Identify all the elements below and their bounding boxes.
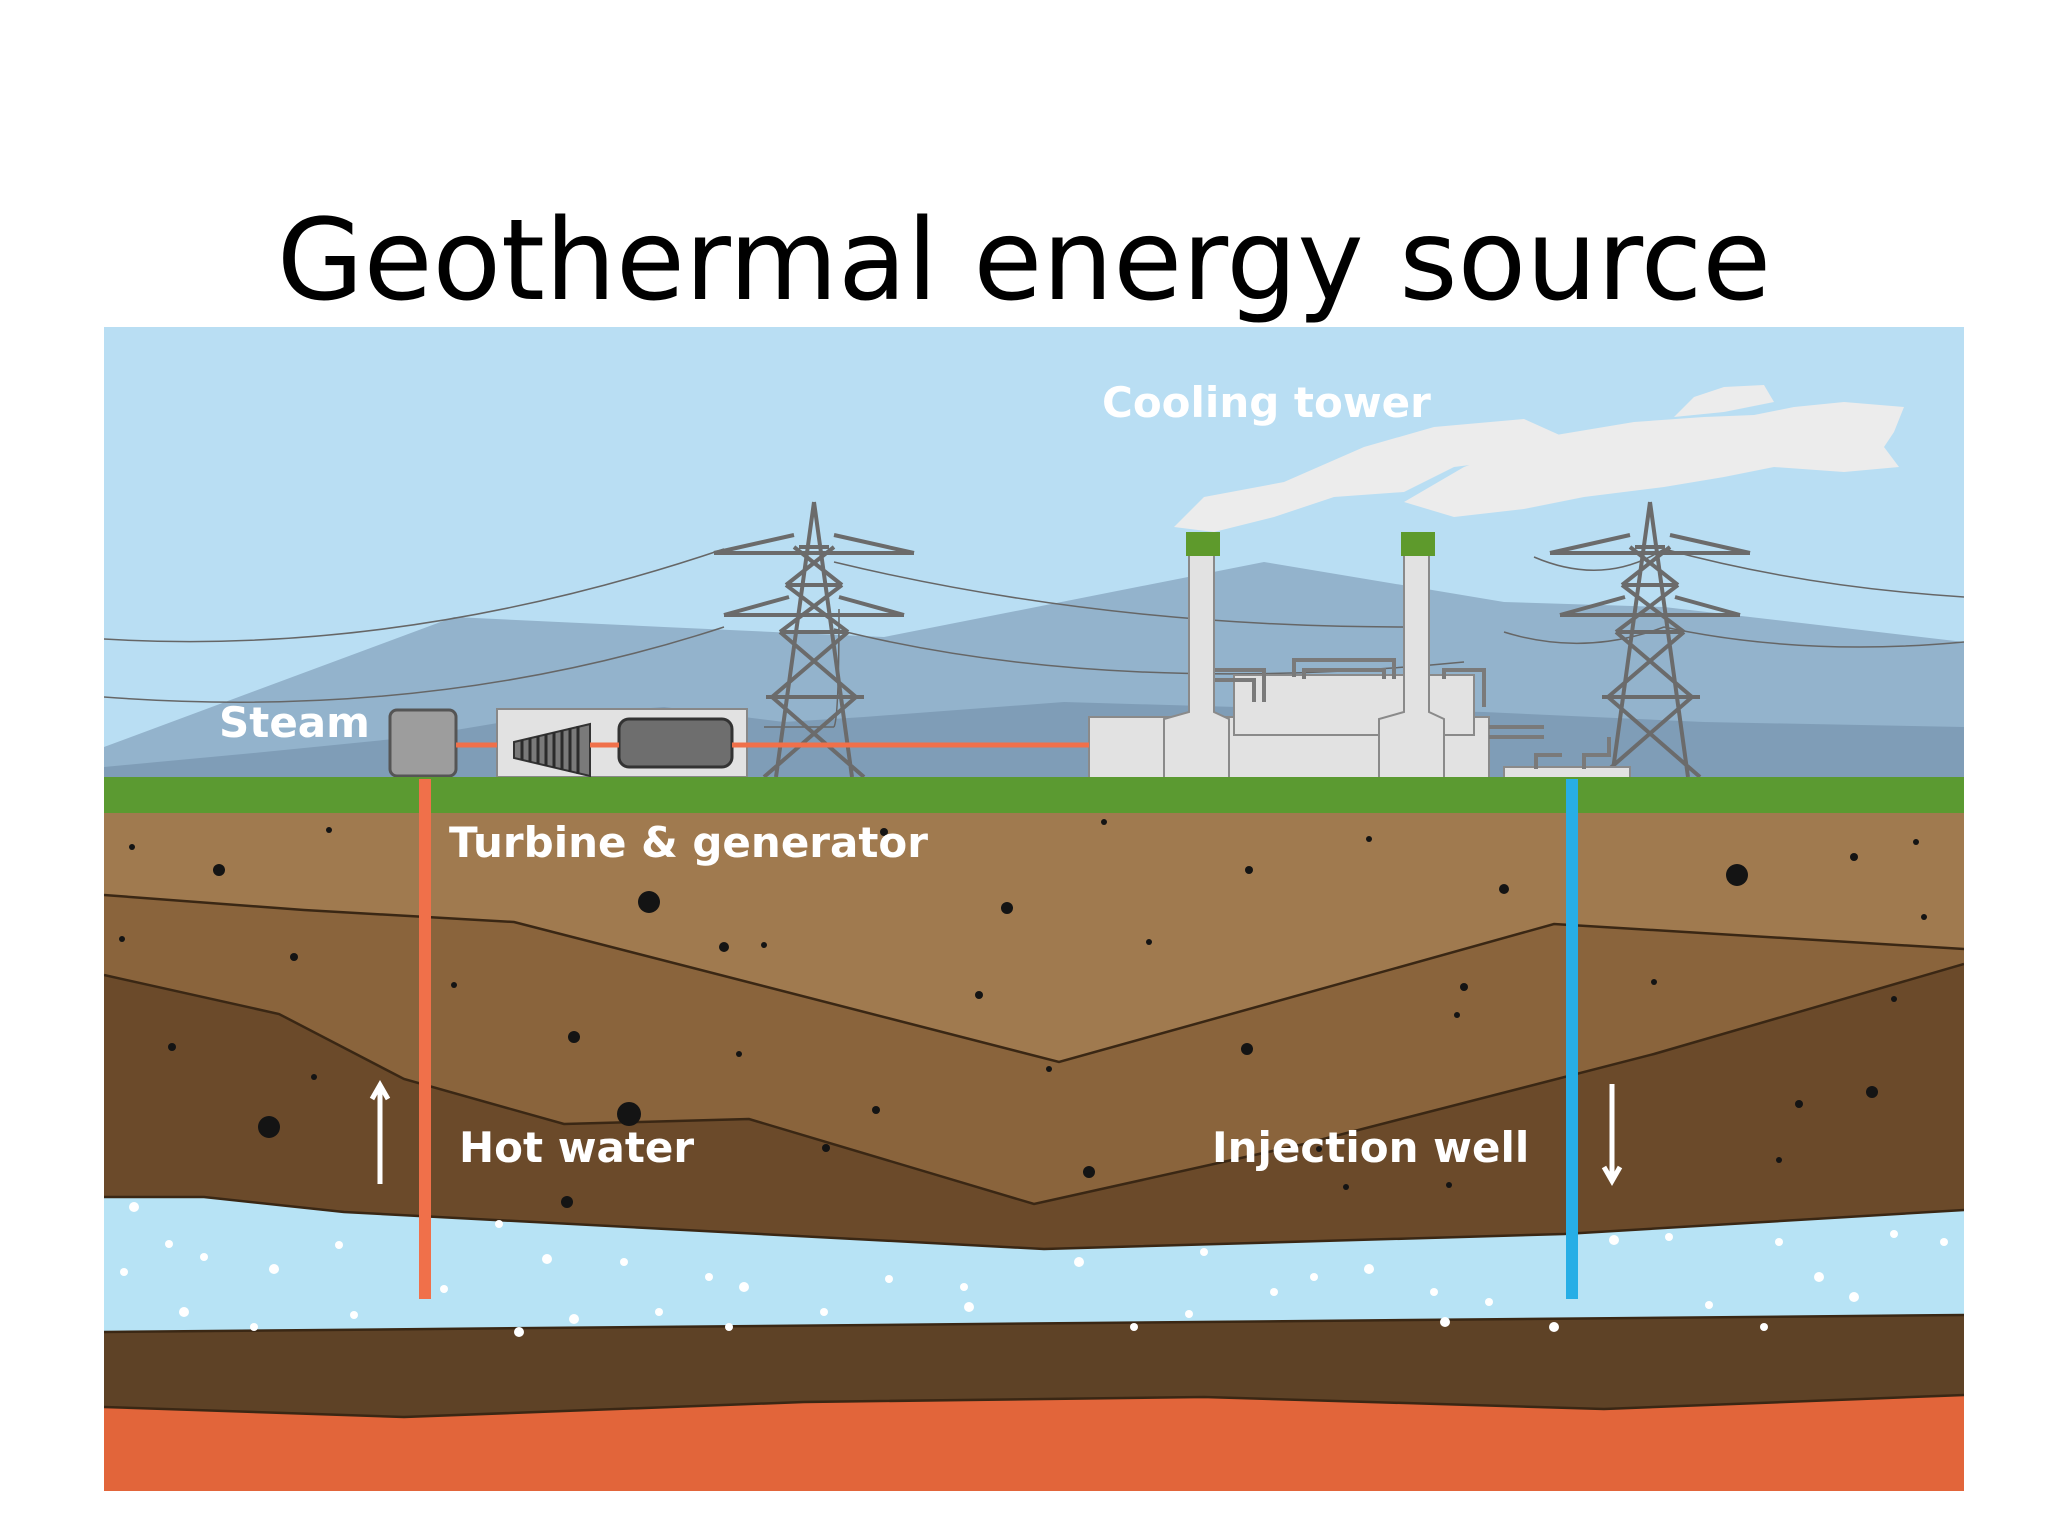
pylon-left xyxy=(713,501,915,779)
turbine-generator-label: Turbine & generator xyxy=(449,818,928,867)
grass xyxy=(104,777,1964,813)
injection-well-pipe xyxy=(1566,779,1578,1299)
steam-label: Steam xyxy=(219,698,370,747)
hot-water-label: Hot water xyxy=(459,1123,694,1172)
cooling-tower-label: Cooling tower xyxy=(1102,378,1431,427)
turbine-generator xyxy=(388,708,1089,778)
power-plant xyxy=(1088,532,1631,780)
up-arrow-icon xyxy=(369,1079,391,1184)
down-arrow-icon xyxy=(1601,1084,1623,1187)
pylon-right xyxy=(1549,501,1751,779)
magma-layer xyxy=(104,1395,1964,1491)
aquifer-bubbles xyxy=(120,1202,1948,1337)
soil-pebbles xyxy=(119,819,1927,1208)
steam-clouds xyxy=(1174,385,1904,532)
production-well xyxy=(419,779,431,1299)
aquifer xyxy=(104,1197,1964,1335)
slide-title: Geothermal energy source xyxy=(276,196,1772,327)
geothermal-diagram: Cooling tower Steam Turbine & generator … xyxy=(104,327,1964,1491)
injection-well-label: Injection well xyxy=(1212,1123,1529,1172)
